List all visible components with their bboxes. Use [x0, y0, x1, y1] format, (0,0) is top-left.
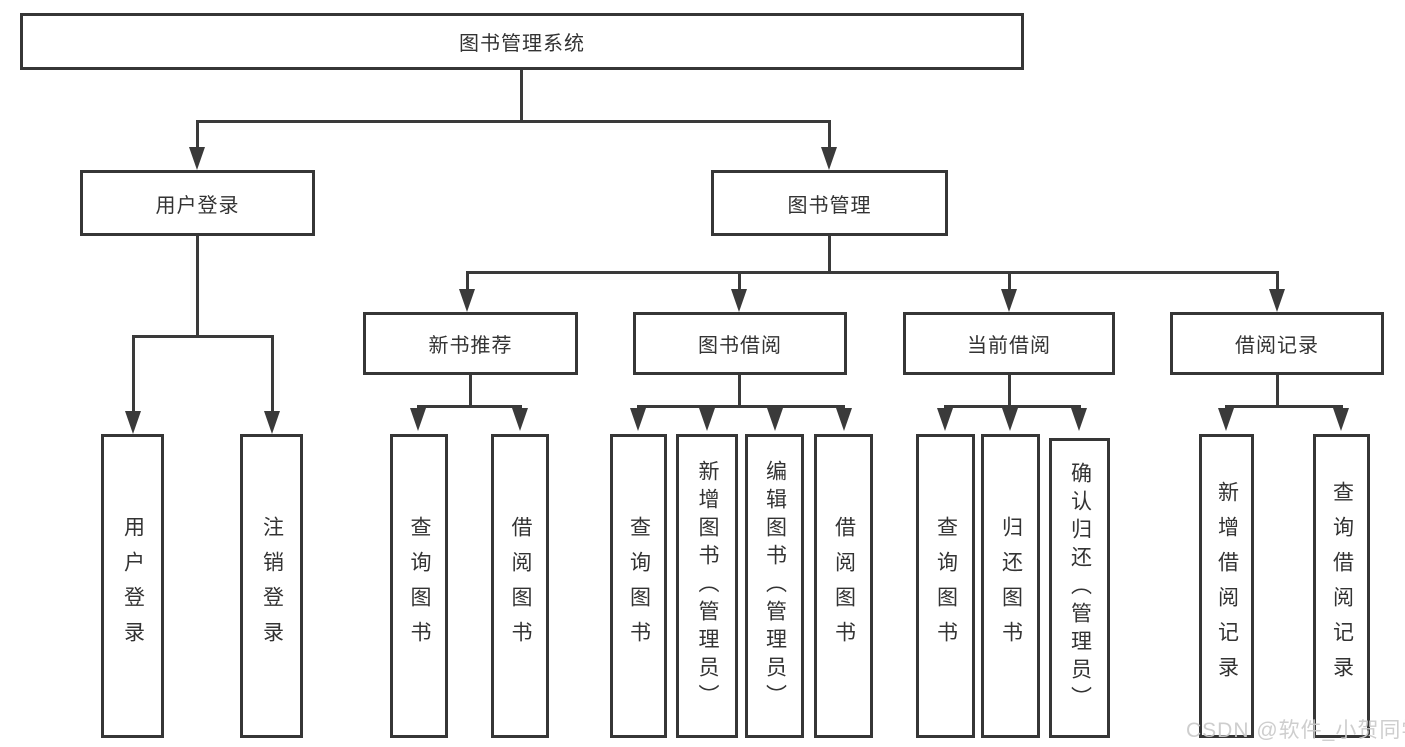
leaf-current-query-books-label: 查询图书	[934, 516, 958, 656]
leaf-user-login-label: 用户登录	[121, 516, 145, 656]
leaf-borrowing-add-books-admin-label: 新增图书（管理员）	[696, 460, 719, 712]
arrow-down-icon	[1002, 408, 1018, 431]
node-book-management-label: 图书管理	[787, 194, 872, 217]
leaf-logout-login: 注销登录	[240, 434, 303, 738]
arrow-down-icon	[410, 408, 426, 431]
leaf-current-query-books: 查询图书	[916, 434, 975, 738]
connector-root-to-user-login-line	[196, 120, 199, 149]
leaf-user-login: 用户登录	[101, 434, 164, 738]
node-root: 图书管理系统	[20, 13, 1024, 70]
arrow-down-icon	[1269, 289, 1285, 312]
connector-borrowing-records-rail	[1225, 405, 1343, 408]
leaf-logout-login-label: 注销登录	[260, 516, 284, 656]
connector-book-borrowing-stem	[738, 375, 741, 408]
arrow-down-icon	[937, 408, 953, 431]
arrow-down-icon	[767, 408, 783, 431]
arrow-down-icon	[699, 408, 715, 431]
arrow-down-icon	[821, 147, 837, 170]
connector-user-login-rail	[132, 335, 274, 338]
connector-current-borrowing-rail	[944, 405, 1081, 408]
node-user-login: 用户登录	[80, 170, 315, 236]
csdn-watermark: CSDN @软件_小贺同学	[1186, 719, 1405, 742]
node-user-login-label: 用户登录	[155, 194, 240, 217]
leaf-borrowing-query-books-label: 查询图书	[627, 516, 651, 656]
leaf-records-query-record: 查询借阅记录	[1313, 434, 1370, 738]
connector-root-rail	[196, 120, 831, 123]
arrow-down-icon	[1218, 408, 1234, 431]
leaf-borrowing-query-books: 查询图书	[610, 434, 667, 738]
connector-to-leaf-login-line	[132, 335, 135, 413]
arrow-down-icon	[836, 408, 852, 431]
arrow-down-icon	[1071, 408, 1087, 431]
node-root-label: 图书管理系统	[459, 33, 585, 55]
arrow-down-icon	[630, 408, 646, 431]
connector-new-book-recommend-rail	[417, 405, 522, 408]
node-book-borrowing-label: 图书借阅	[698, 335, 782, 357]
connector-to-leaf-logout-line	[271, 335, 274, 413]
connector-new-book-recommend-stem	[469, 375, 472, 408]
node-borrowing-records: 借阅记录	[1170, 312, 1384, 375]
leaf-current-confirm-return-admin: 确认归还（管理员）	[1049, 438, 1110, 738]
leaf-borrowing-edit-books-admin: 编辑图书（管理员）	[745, 434, 804, 738]
leaf-current-return-books-label: 归还图书	[999, 516, 1023, 656]
arrow-down-icon	[512, 408, 528, 431]
connector-to-book-borrowing-line	[738, 271, 741, 291]
leaf-current-return-books: 归还图书	[981, 434, 1040, 738]
leaf-current-confirm-return-admin-label: 确认归还（管理员）	[1068, 462, 1092, 714]
node-book-management: 图书管理	[711, 170, 948, 236]
arrow-down-icon	[459, 289, 475, 312]
connector-to-current-borrowing-line	[1008, 271, 1011, 291]
node-book-borrowing: 图书借阅	[633, 312, 847, 375]
connector-to-borrowing-records-line	[1276, 271, 1279, 291]
connector-user-login-stem	[196, 236, 199, 338]
node-current-borrowing-label: 当前借阅	[967, 335, 1051, 357]
connector-book-management-rail	[466, 271, 1279, 274]
connector-to-new-book-recommend-line	[466, 271, 469, 291]
leaf-recommend-query-books: 查询图书	[390, 434, 448, 738]
node-borrowing-records-label: 借阅记录	[1235, 335, 1319, 357]
leaf-borrowing-edit-books-admin-label: 编辑图书（管理员）	[763, 460, 787, 712]
node-new-book-recommend: 新书推荐	[363, 312, 578, 375]
leaf-recommend-borrow-books-label: 借阅图书	[509, 516, 532, 656]
leaf-borrowing-add-books-admin: 新增图书（管理员）	[676, 434, 738, 738]
leaf-recommend-borrow-books: 借阅图书	[491, 434, 549, 738]
arrow-down-icon	[125, 411, 141, 434]
connector-borrowing-records-stem	[1276, 375, 1279, 408]
leaf-recommend-query-books-label: 查询图书	[408, 516, 431, 656]
arrow-down-icon	[1333, 408, 1349, 431]
node-new-book-recommend-label: 新书推荐	[428, 335, 513, 357]
node-current-borrowing: 当前借阅	[903, 312, 1115, 375]
connector-current-borrowing-stem	[1008, 375, 1011, 408]
arrow-down-icon	[1001, 289, 1017, 312]
connector-book-management-stem	[828, 236, 831, 274]
leaf-records-query-record-label: 查询借阅记录	[1330, 481, 1354, 691]
connector-root-to-book-management-line	[828, 120, 831, 149]
leaf-borrowing-borrow-books-label: 借阅图书	[832, 516, 856, 656]
leaf-borrowing-borrow-books: 借阅图书	[814, 434, 873, 738]
leaf-records-add-record-label: 新增借阅记录	[1215, 481, 1239, 691]
connector-book-borrowing-rail	[637, 405, 845, 408]
arrow-down-icon	[189, 147, 205, 170]
arrow-down-icon	[731, 289, 747, 312]
connector-root-stem	[520, 70, 523, 123]
arrow-down-icon	[264, 411, 280, 434]
leaf-records-add-record: 新增借阅记录	[1199, 434, 1254, 738]
